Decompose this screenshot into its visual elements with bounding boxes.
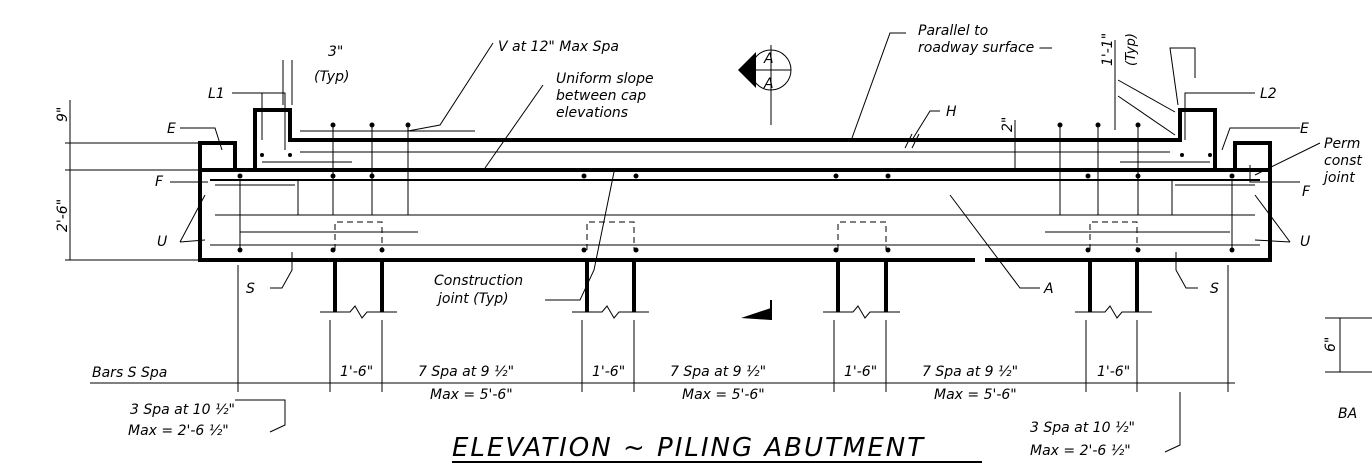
three-spa-right: 3 Spa at 10 ½" xyxy=(1030,420,1135,436)
label-l1: L1 xyxy=(208,86,225,102)
max-two-six-left: Max = 2'-6 ½" xyxy=(128,423,229,439)
max-five-six-3: Max = 5'-6" xyxy=(934,387,1017,403)
three-spa-left: 3 Spa at 10 ½" xyxy=(130,402,235,418)
label-ba: BA xyxy=(1338,406,1357,422)
perm-joint-line2: const xyxy=(1324,153,1362,169)
construction-joint-line2: joint (Typ) xyxy=(436,291,509,307)
section-cut-symbol xyxy=(738,45,792,320)
three-in-dim: 3" xyxy=(328,44,343,60)
parallel-line2: roadway surface — xyxy=(918,40,1053,56)
piles xyxy=(320,221,1152,319)
typ-dim-top: 1'-1" xyxy=(1100,33,1116,66)
max-two-six-right: Max = 2'-6 ½" xyxy=(1030,443,1131,459)
seven-spa-2: 7 Spa at 9 ½" xyxy=(670,364,766,380)
perm-joint-line3: joint xyxy=(1322,170,1355,186)
uniform-slope-line3: elevations xyxy=(556,105,628,121)
label-e-left: E xyxy=(167,121,176,137)
dim-one-six-4: 1'-6" xyxy=(1097,364,1130,380)
label-f-right: F xyxy=(1302,184,1311,200)
uniform-slope-line2: between cap xyxy=(556,88,646,104)
dimensions xyxy=(65,40,1372,392)
bars-s-spa-label: Bars S Spa xyxy=(92,365,167,381)
dim-nine-in: 9" xyxy=(55,107,71,122)
seven-spa-3: 7 Spa at 9 ½" xyxy=(922,364,1018,380)
label-s-right: S xyxy=(1210,281,1219,297)
dim-six-in: 6" xyxy=(1323,337,1339,352)
dim-two-in: 2" xyxy=(1000,117,1016,132)
label-e-right: E xyxy=(1300,121,1309,137)
section-a-bottom: A xyxy=(763,76,774,92)
construction-joint-line1: Construction xyxy=(434,273,523,289)
label-u-left: U xyxy=(157,234,167,250)
seven-spa-1: 7 Spa at 9 ½" xyxy=(418,364,514,380)
max-five-six-2: Max = 5'-6" xyxy=(682,387,765,403)
top-break-mark xyxy=(904,133,920,149)
three-in-typ: (Typ) xyxy=(314,69,349,85)
label-f-left: F xyxy=(155,174,164,190)
rebar xyxy=(215,122,1255,253)
v-spacing-label: V at 12" Max Spa xyxy=(498,39,619,55)
section-a-top: A xyxy=(763,51,774,67)
typ-dim-top-sub: (Typ) xyxy=(1124,33,1139,66)
label-s-left: S xyxy=(246,281,255,297)
label-h: H xyxy=(946,104,957,120)
uniform-slope-line1: Uniform slope xyxy=(556,71,654,87)
parallel-line1: Parallel to xyxy=(918,23,988,39)
dim-one-six-3: 1'-6" xyxy=(844,364,877,380)
label-a: A xyxy=(1043,281,1054,297)
dim-one-six-1: 1'-6" xyxy=(340,364,373,380)
cap-outline xyxy=(198,108,1272,262)
drawing-title: ELEVATION ~ PILING ABUTMENT xyxy=(452,433,925,463)
max-five-six-1: Max = 5'-6" xyxy=(430,387,513,403)
label-l2: L2 xyxy=(1260,86,1277,102)
dim-two-six: 2'-6" xyxy=(55,199,71,232)
label-u-right: U xyxy=(1300,234,1310,250)
perm-joint-line1: Perm xyxy=(1324,136,1360,152)
dim-one-six-2: 1'-6" xyxy=(592,364,625,380)
leaders xyxy=(170,32,1321,453)
